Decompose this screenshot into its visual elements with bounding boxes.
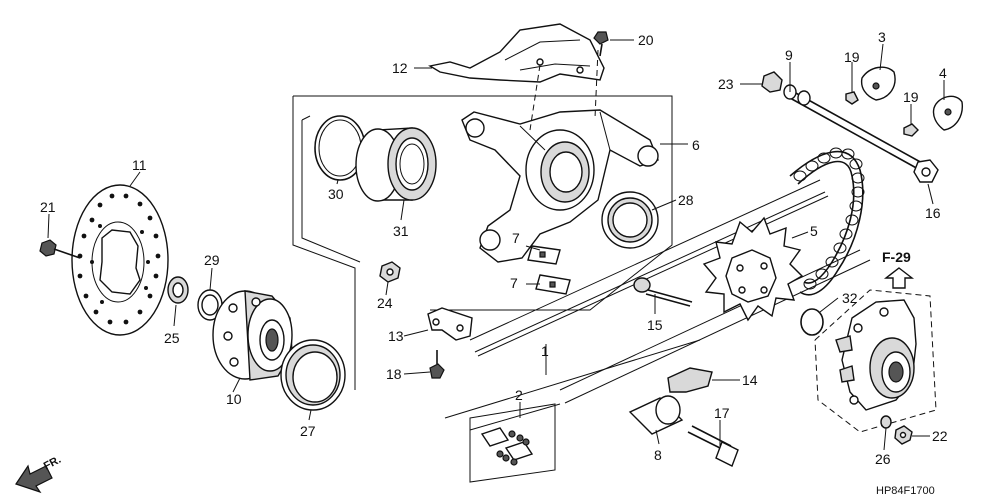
reference-f29: F-29: [882, 249, 915, 289]
callout-21: 21: [40, 199, 56, 215]
callout-25: 25: [164, 330, 180, 346]
drive-shaft: [444, 179, 871, 431]
sprocket-hub: [814, 289, 937, 433]
nut-22: [894, 425, 913, 445]
callout-8: 8: [654, 447, 662, 463]
nut-24: [379, 261, 401, 283]
oil-seal-25: [167, 276, 189, 304]
bolt-19-upper: [845, 91, 859, 105]
callout-13: 13: [388, 328, 404, 344]
callout-28: 28: [678, 192, 694, 208]
drive-chain-9: [789, 147, 865, 296]
callout-12: 12: [392, 60, 408, 76]
up-arrow-icon: [883, 267, 915, 289]
bolt-15: [633, 277, 693, 307]
bearing-holder-6: [461, 109, 659, 263]
callout-16: 16: [925, 205, 941, 221]
callout-6: 6: [692, 137, 700, 153]
adjuster-4: [932, 95, 963, 131]
sprocket-5: [702, 216, 804, 322]
collar-8: [628, 395, 684, 435]
bolt-17: [687, 425, 739, 467]
bracket-13: [427, 307, 473, 341]
callout-27: 27: [300, 423, 316, 439]
circlip-32: [800, 308, 824, 336]
bolt-21: [39, 239, 81, 259]
callout-31: 31: [393, 223, 409, 239]
plate-7-upper: [527, 245, 561, 265]
bolt-20: [593, 31, 609, 57]
callout-3: 3: [878, 29, 886, 45]
seal-27: [280, 339, 346, 411]
front-direction-indicator: FR.: [15, 454, 63, 494]
callout-14: 14: [742, 372, 758, 388]
callout-4: 4: [939, 65, 947, 81]
callout-17: 17: [714, 405, 730, 421]
callout-32: 32: [842, 290, 858, 306]
cover-12: [428, 23, 605, 131]
callout-15: 15: [647, 317, 663, 333]
leader-lines: [47, 39, 945, 451]
seal-28: [601, 191, 659, 249]
chain-joint-2: [469, 403, 556, 483]
callout-10: 10: [226, 391, 242, 407]
diagram-code: HP84F1700: [876, 485, 935, 497]
axle-bolt-16: [789, 91, 939, 183]
callout-29: 29: [204, 252, 220, 268]
callout-5: 5: [810, 223, 818, 239]
chain-slider-14: [667, 367, 713, 393]
callout-2: 2: [515, 387, 523, 403]
callout-19-lower: 19: [903, 89, 919, 105]
callout-labels: 1 2 3 4 5 6 7 7 8 9 10 11 12 13 14 15 16…: [40, 29, 948, 467]
callout-20: 20: [638, 32, 654, 48]
callout-1: 1: [541, 343, 549, 359]
bolt-19-lower: [903, 123, 919, 137]
nut-23: [761, 71, 811, 106]
brake-disc: [71, 184, 169, 336]
callout-22: 22: [932, 428, 948, 444]
callout-18: 18: [386, 366, 402, 382]
hub-10: [212, 290, 293, 381]
callout-24: 24: [377, 295, 393, 311]
reference-label: F-29: [882, 249, 911, 265]
adjuster-3: [860, 66, 896, 101]
callout-7-lower: 7: [510, 275, 518, 291]
plate-7-lower: [535, 274, 571, 295]
front-label: FR.: [42, 454, 63, 473]
callout-23: 23: [718, 76, 734, 92]
callout-30: 30: [328, 186, 344, 202]
callout-26: 26: [875, 451, 891, 467]
callout-11: 11: [132, 157, 147, 173]
bearing-31: [355, 127, 437, 202]
bolt-18: [429, 350, 445, 379]
callout-19-upper: 19: [844, 49, 860, 65]
nut-26: [880, 415, 892, 429]
callout-9: 9: [785, 47, 793, 63]
front-arrow-icon: [15, 464, 53, 494]
callout-7-upper: 7: [512, 230, 520, 246]
